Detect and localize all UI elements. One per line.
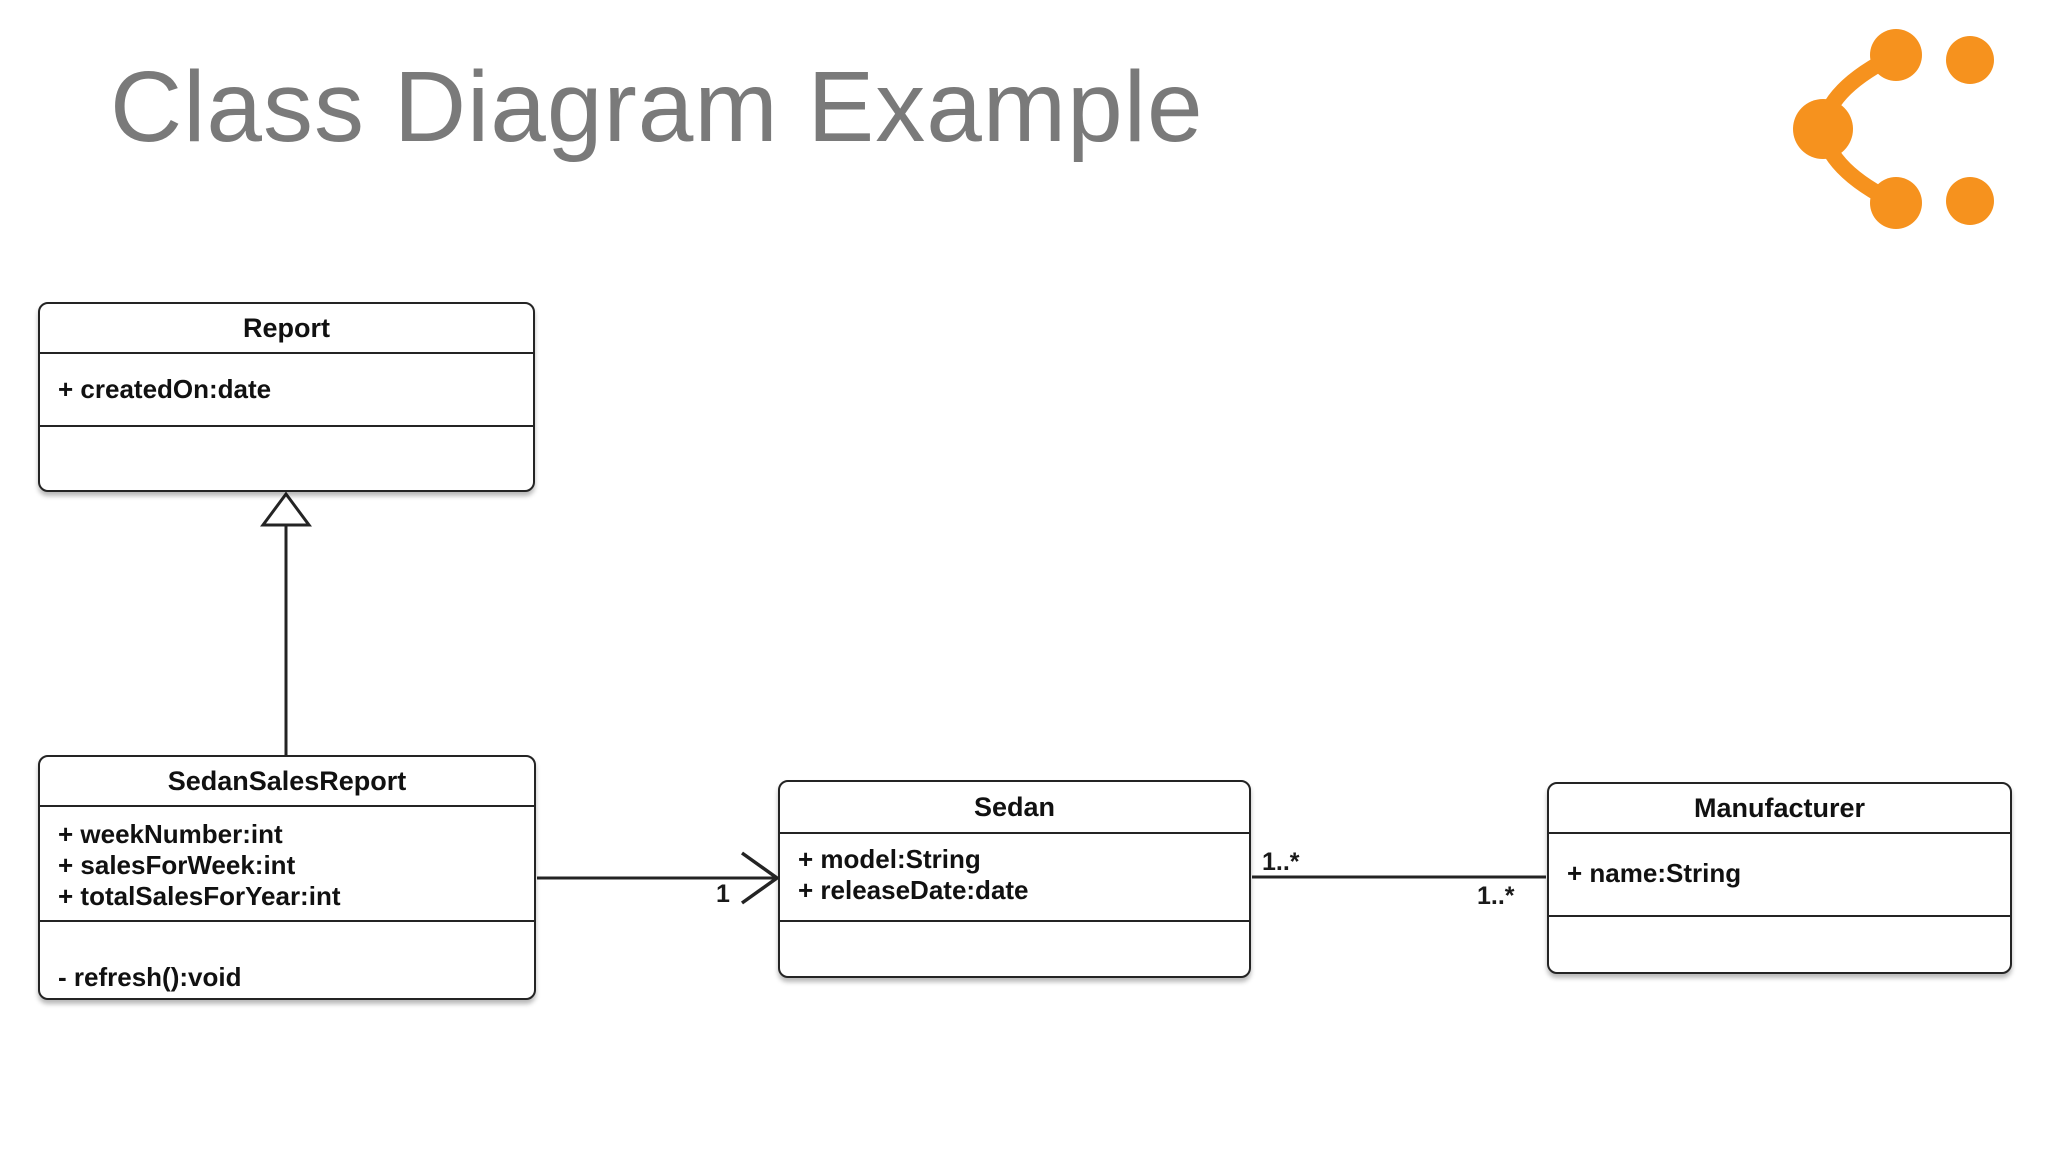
attribute-line: + name:String bbox=[1567, 858, 1742, 888]
multiplicity-label-sedan-many: 1..* bbox=[1262, 848, 1300, 876]
attribute-line: + createdOn:date bbox=[58, 374, 272, 404]
class-sedan-name: Sedan bbox=[780, 782, 1249, 834]
attribute-line: + weekNumber:int bbox=[58, 819, 283, 849]
class-sedan-sales-report-methods: - refresh():void bbox=[40, 922, 534, 998]
class-sedan-sales-report[interactable]: SedanSalesReport + weekNumber:int + sale… bbox=[38, 755, 536, 1000]
attribute-line: + totalSalesForYear:int bbox=[58, 881, 341, 911]
attribute-line: + salesForWeek:int bbox=[58, 850, 296, 880]
class-sedan-methods bbox=[780, 922, 1249, 976]
class-manufacturer-attributes: + name:String bbox=[1549, 834, 2010, 917]
class-report-attributes: + createdOn:date bbox=[40, 354, 533, 427]
multiplicity-label-manufacturer-many: 1..* bbox=[1477, 882, 1515, 910]
generalization-connector[interactable] bbox=[260, 491, 312, 756]
class-report-name: Report bbox=[40, 304, 533, 354]
multiplicity-label-sedan-one: 1 bbox=[716, 880, 730, 908]
open-arrowhead bbox=[740, 851, 781, 905]
attribute-line: + model:String bbox=[798, 844, 981, 874]
class-sedan-sales-report-name: SedanSalesReport bbox=[40, 757, 534, 807]
class-sedan-attributes: + model:String + releaseDate:date bbox=[780, 834, 1249, 922]
class-manufacturer-methods bbox=[1549, 917, 2010, 972]
lucidchart-logo-icon bbox=[1793, 29, 1994, 229]
hollow-triangle-arrowhead bbox=[260, 491, 312, 527]
attribute-line: + releaseDate:date bbox=[798, 875, 1029, 905]
class-report[interactable]: Report + createdOn:date bbox=[38, 302, 535, 492]
class-manufacturer[interactable]: Manufacturer + name:String bbox=[1547, 782, 2012, 974]
association-ssr-sedan-connector[interactable] bbox=[537, 851, 781, 905]
page-title: Class Diagram Example bbox=[110, 51, 1204, 163]
class-manufacturer-name: Manufacturer bbox=[1549, 784, 2010, 834]
class-report-methods bbox=[40, 427, 533, 490]
class-sedan[interactable]: Sedan + model:String + releaseDate:date bbox=[778, 780, 1251, 978]
class-sedan-sales-report-attributes: + weekNumber:int + salesForWeek:int + to… bbox=[40, 807, 534, 922]
method-line: - refresh():void bbox=[58, 962, 242, 992]
